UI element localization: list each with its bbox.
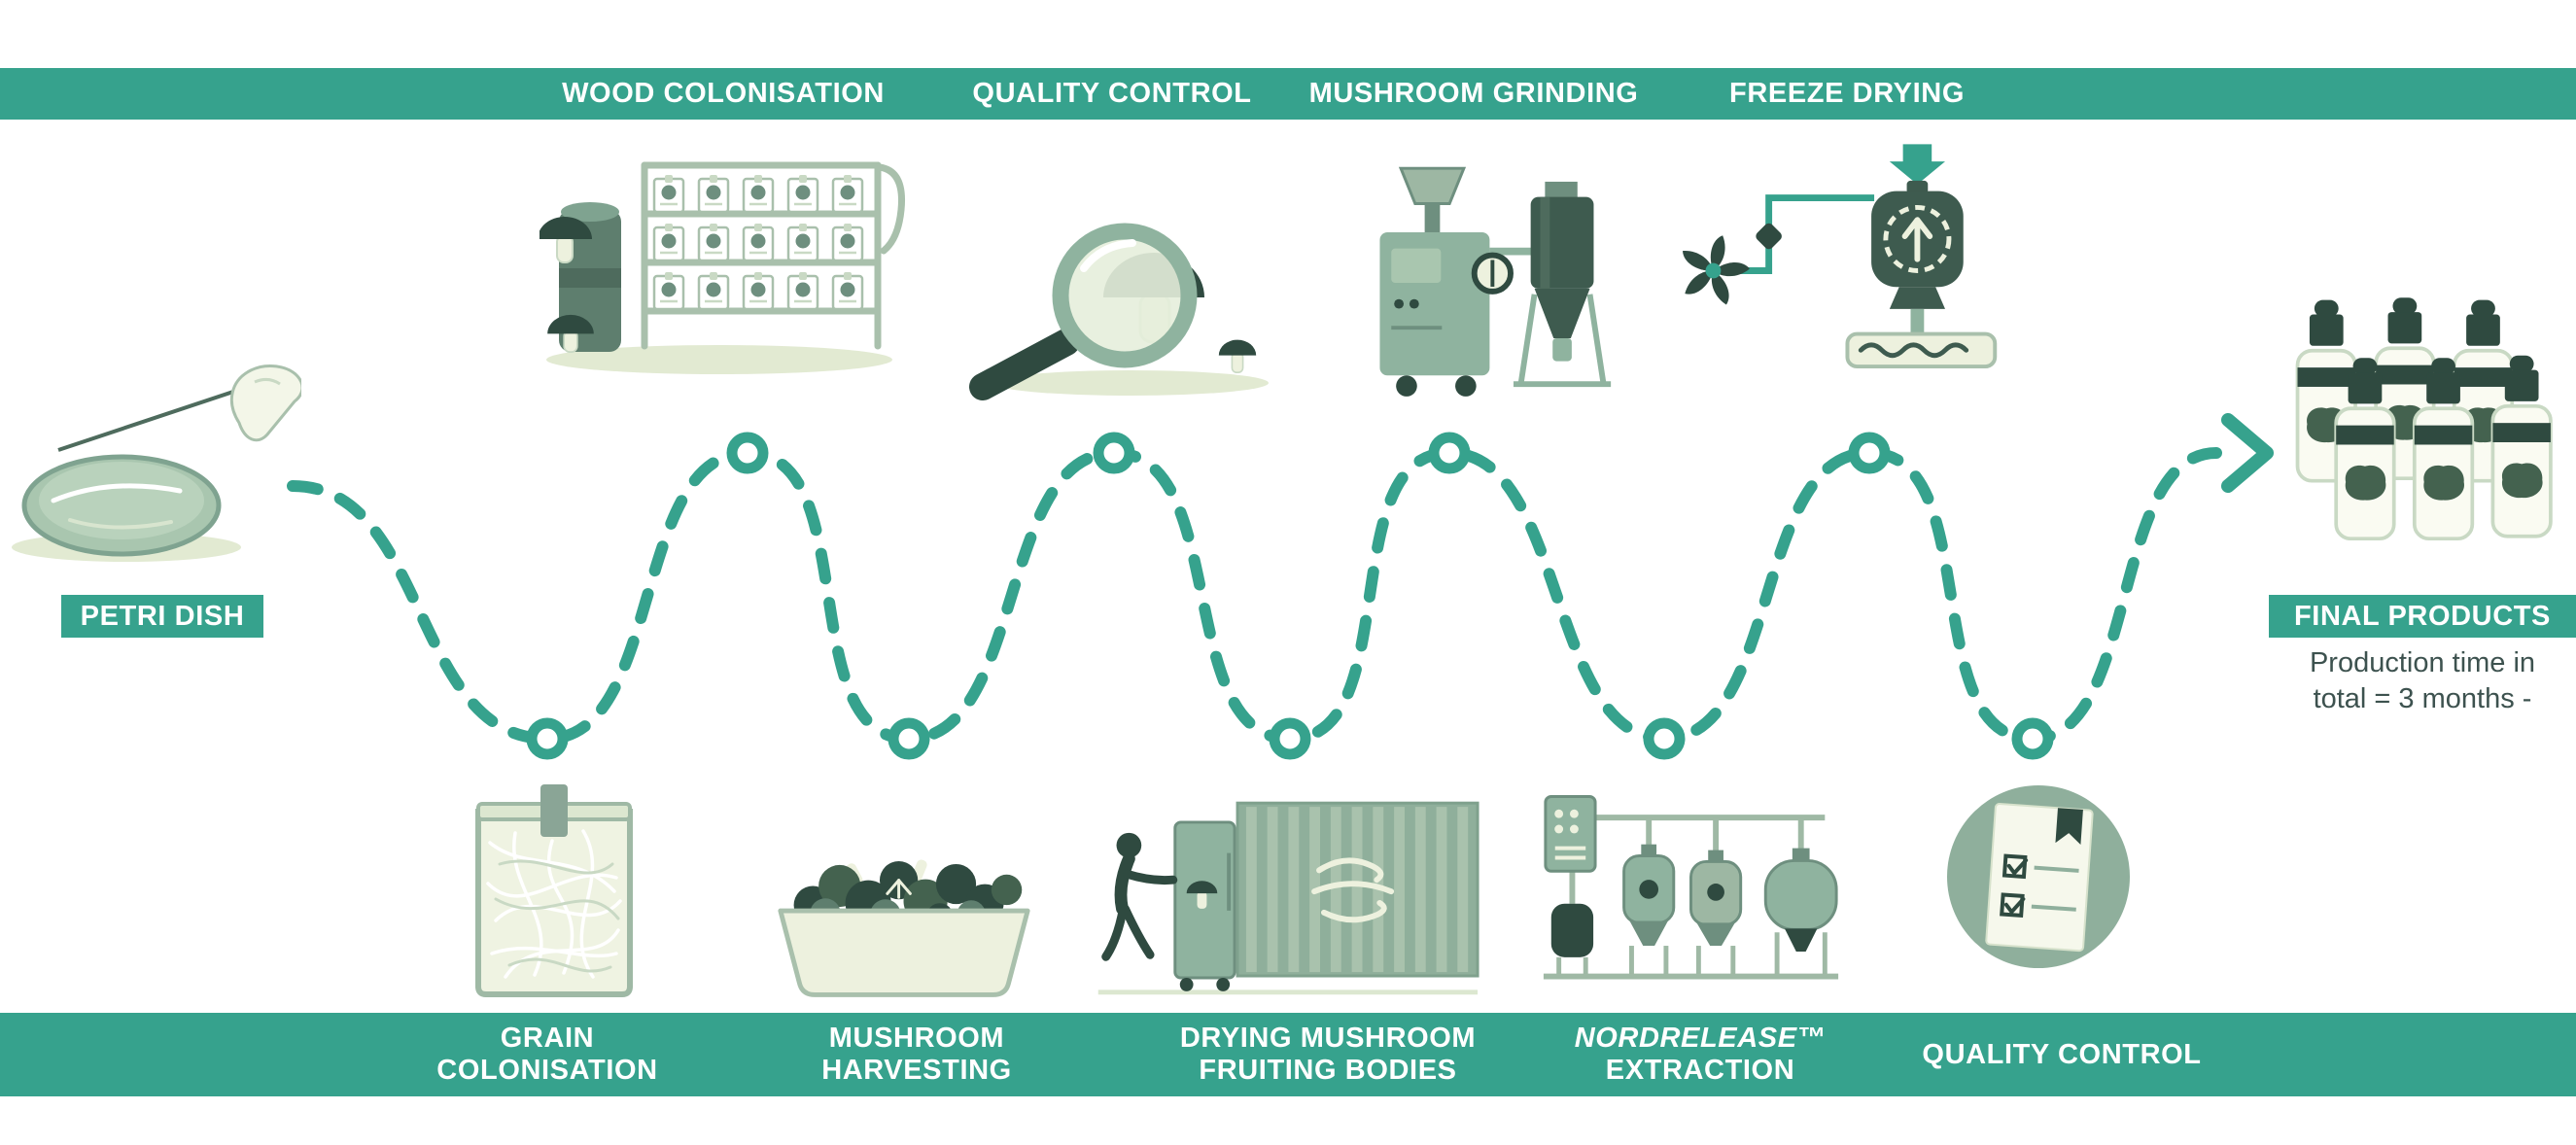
petri-dish-label: PETRI DISH <box>61 595 263 638</box>
petri-dish-illustration <box>12 364 301 562</box>
quality-control-checklist-illustration <box>1947 785 2130 968</box>
top-bar: WOOD COLONISATION QUALITY CONTROL MUSHRO… <box>0 68 2576 120</box>
worker-figure <box>1101 832 1178 961</box>
bottom-bar-label-mushroom-harvesting: MUSHROOM HARVESTING <box>821 1013 1012 1096</box>
top-bar-label-quality-control: QUALITY CONTROL <box>972 78 1252 109</box>
note-line: Production time in <box>2309 647 2536 678</box>
bottom-bar-label-drying-mushroom: DRYING MUSHROOM FRUITING BODIES <box>1180 1013 1476 1096</box>
label-line: HARVESTING <box>821 1055 1012 1086</box>
label-line: FRUITING BODIES <box>1199 1055 1457 1086</box>
bottom-bar-label-grain-colonisation: GRAIN COLONISATION <box>436 1013 657 1096</box>
flow-arrow-icon <box>2221 413 2274 493</box>
label-line: DRYING MUSHROOM <box>1179 1023 1477 1054</box>
label-line: QUALITY CONTROL <box>1922 1038 2202 1070</box>
label-line: MUSHROOM <box>828 1023 1005 1054</box>
wood-colonisation-illustration <box>540 161 906 374</box>
mushroom-harvest-tray-illustration <box>778 859 1030 997</box>
note-line: total = 3 months - <box>2313 683 2532 714</box>
production-time-note: Production time in total = 3 months - <box>2269 645 2576 717</box>
bottom-bar-label-nordrelease-extraction: NORDRELEASE™ EXTRACTION <box>1575 1013 1827 1096</box>
extraction-tanks-illustration <box>1543 795 1839 980</box>
path-node-icons <box>526 432 2054 760</box>
bottom-bar: GRAIN COLONISATION MUSHROOM HARVESTING D… <box>0 1013 2576 1096</box>
top-bar-label-freeze-drying: FREEZE DRYING <box>1729 78 1965 109</box>
grain-colonisation-bag-illustration <box>475 784 633 997</box>
top-bar-label-wood-colonisation: WOOD COLONISATION <box>562 78 885 109</box>
final-product-bottles-illustration <box>2295 297 2553 541</box>
mushroom-grinder-illustration <box>1379 166 1612 397</box>
bottom-bar-label-quality-control: QUALITY CONTROL <box>1922 1013 2201 1096</box>
drying-container-illustration <box>1097 801 1479 995</box>
label-line: NORDRELEASE™ <box>1574 1023 1827 1054</box>
label-line: GRAIN <box>500 1023 595 1054</box>
final-products-label: FINAL PRODUCTS <box>2269 595 2576 638</box>
label-line: COLONISATION <box>436 1055 658 1086</box>
top-bar-label-mushroom-grinding: MUSHROOM GRINDING <box>1308 78 1639 109</box>
wind-icon <box>1311 857 1395 923</box>
quality-control-magnifier-illustration <box>969 223 1269 400</box>
label-line: EXTRACTION <box>1605 1055 1795 1086</box>
freeze-dryer-illustration <box>1682 144 1998 369</box>
